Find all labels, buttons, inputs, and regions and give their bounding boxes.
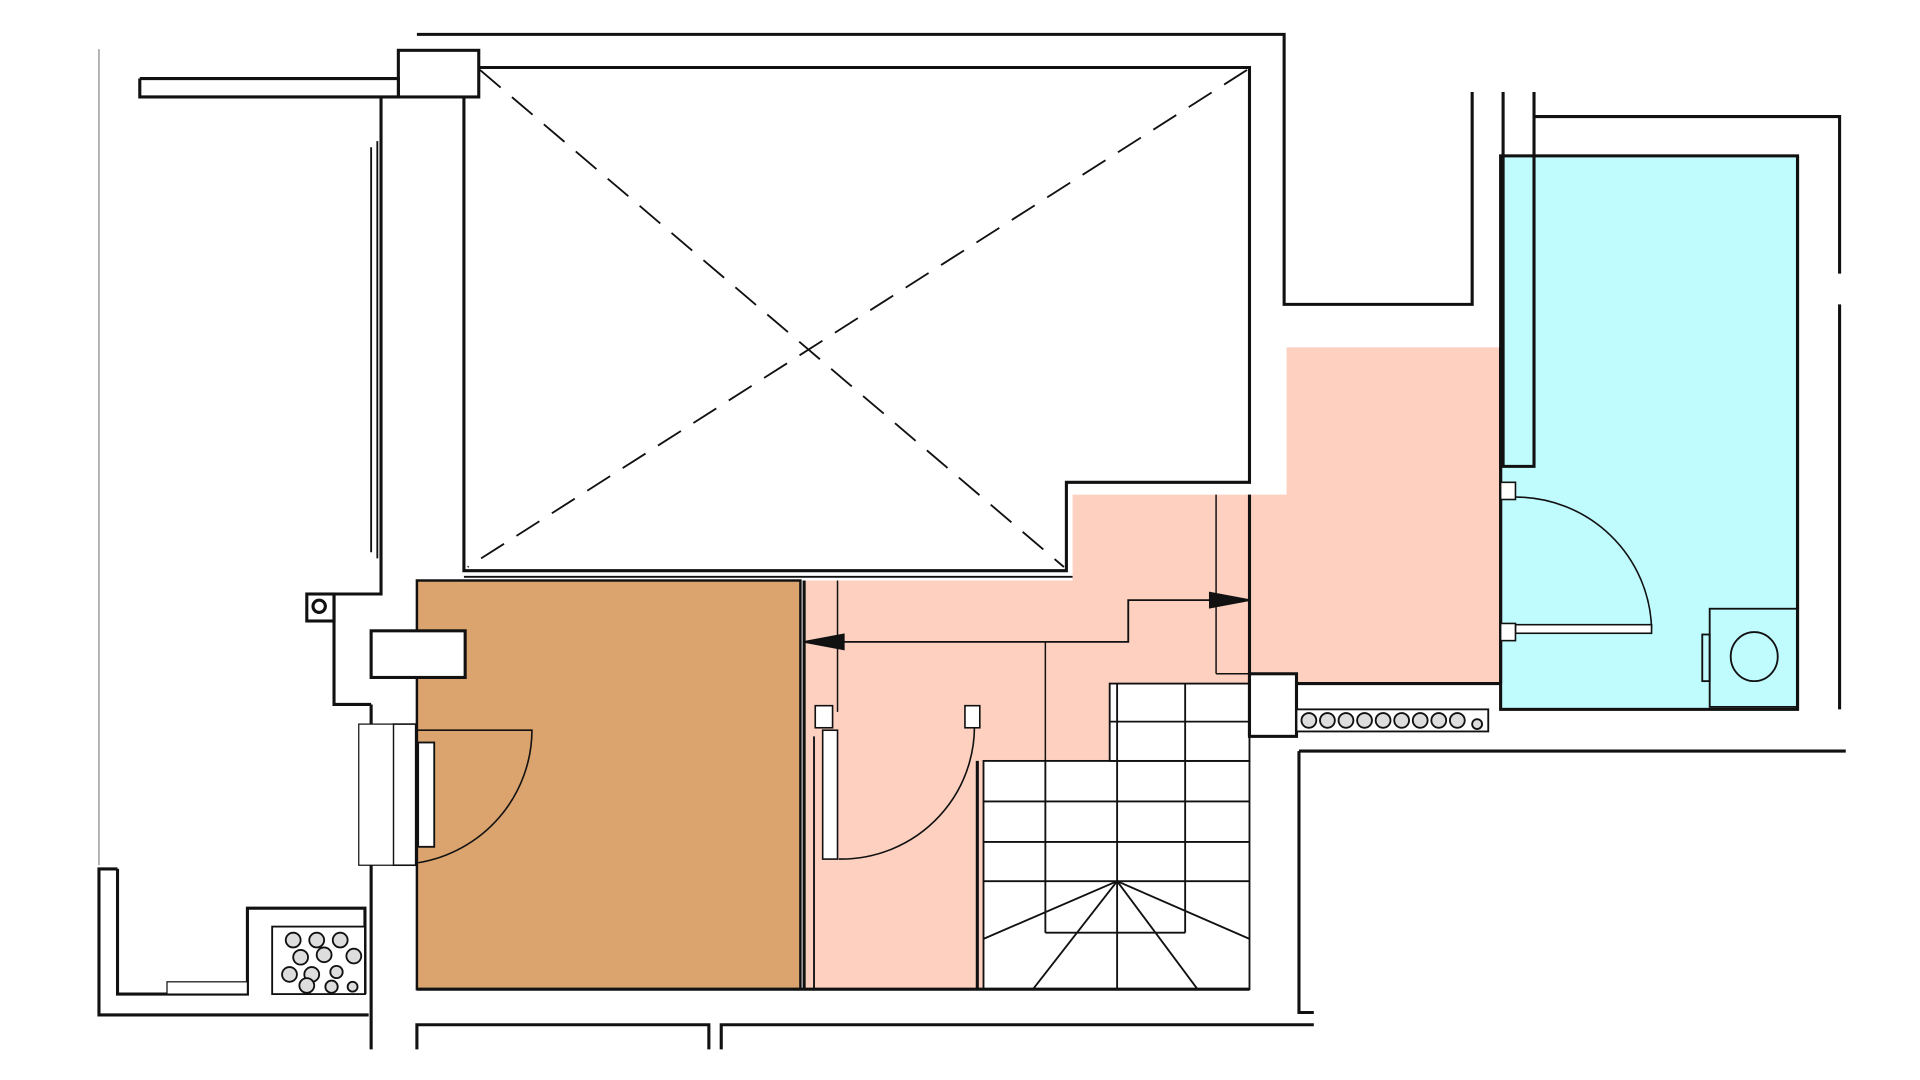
door-swing-icon bbox=[358, 481, 1653, 867]
staircase bbox=[982, 682, 1251, 991]
room-blue bbox=[1499, 154, 1800, 711]
walls bbox=[97, 32, 1846, 1050]
washbasin-icon bbox=[1701, 607, 1799, 708]
room-brown bbox=[415, 579, 802, 991]
radiator-icon bbox=[166, 708, 1490, 996]
void-outline bbox=[462, 65, 1252, 573]
arrow-icon bbox=[803, 591, 1250, 651]
void-cross bbox=[467, 69, 1248, 568]
